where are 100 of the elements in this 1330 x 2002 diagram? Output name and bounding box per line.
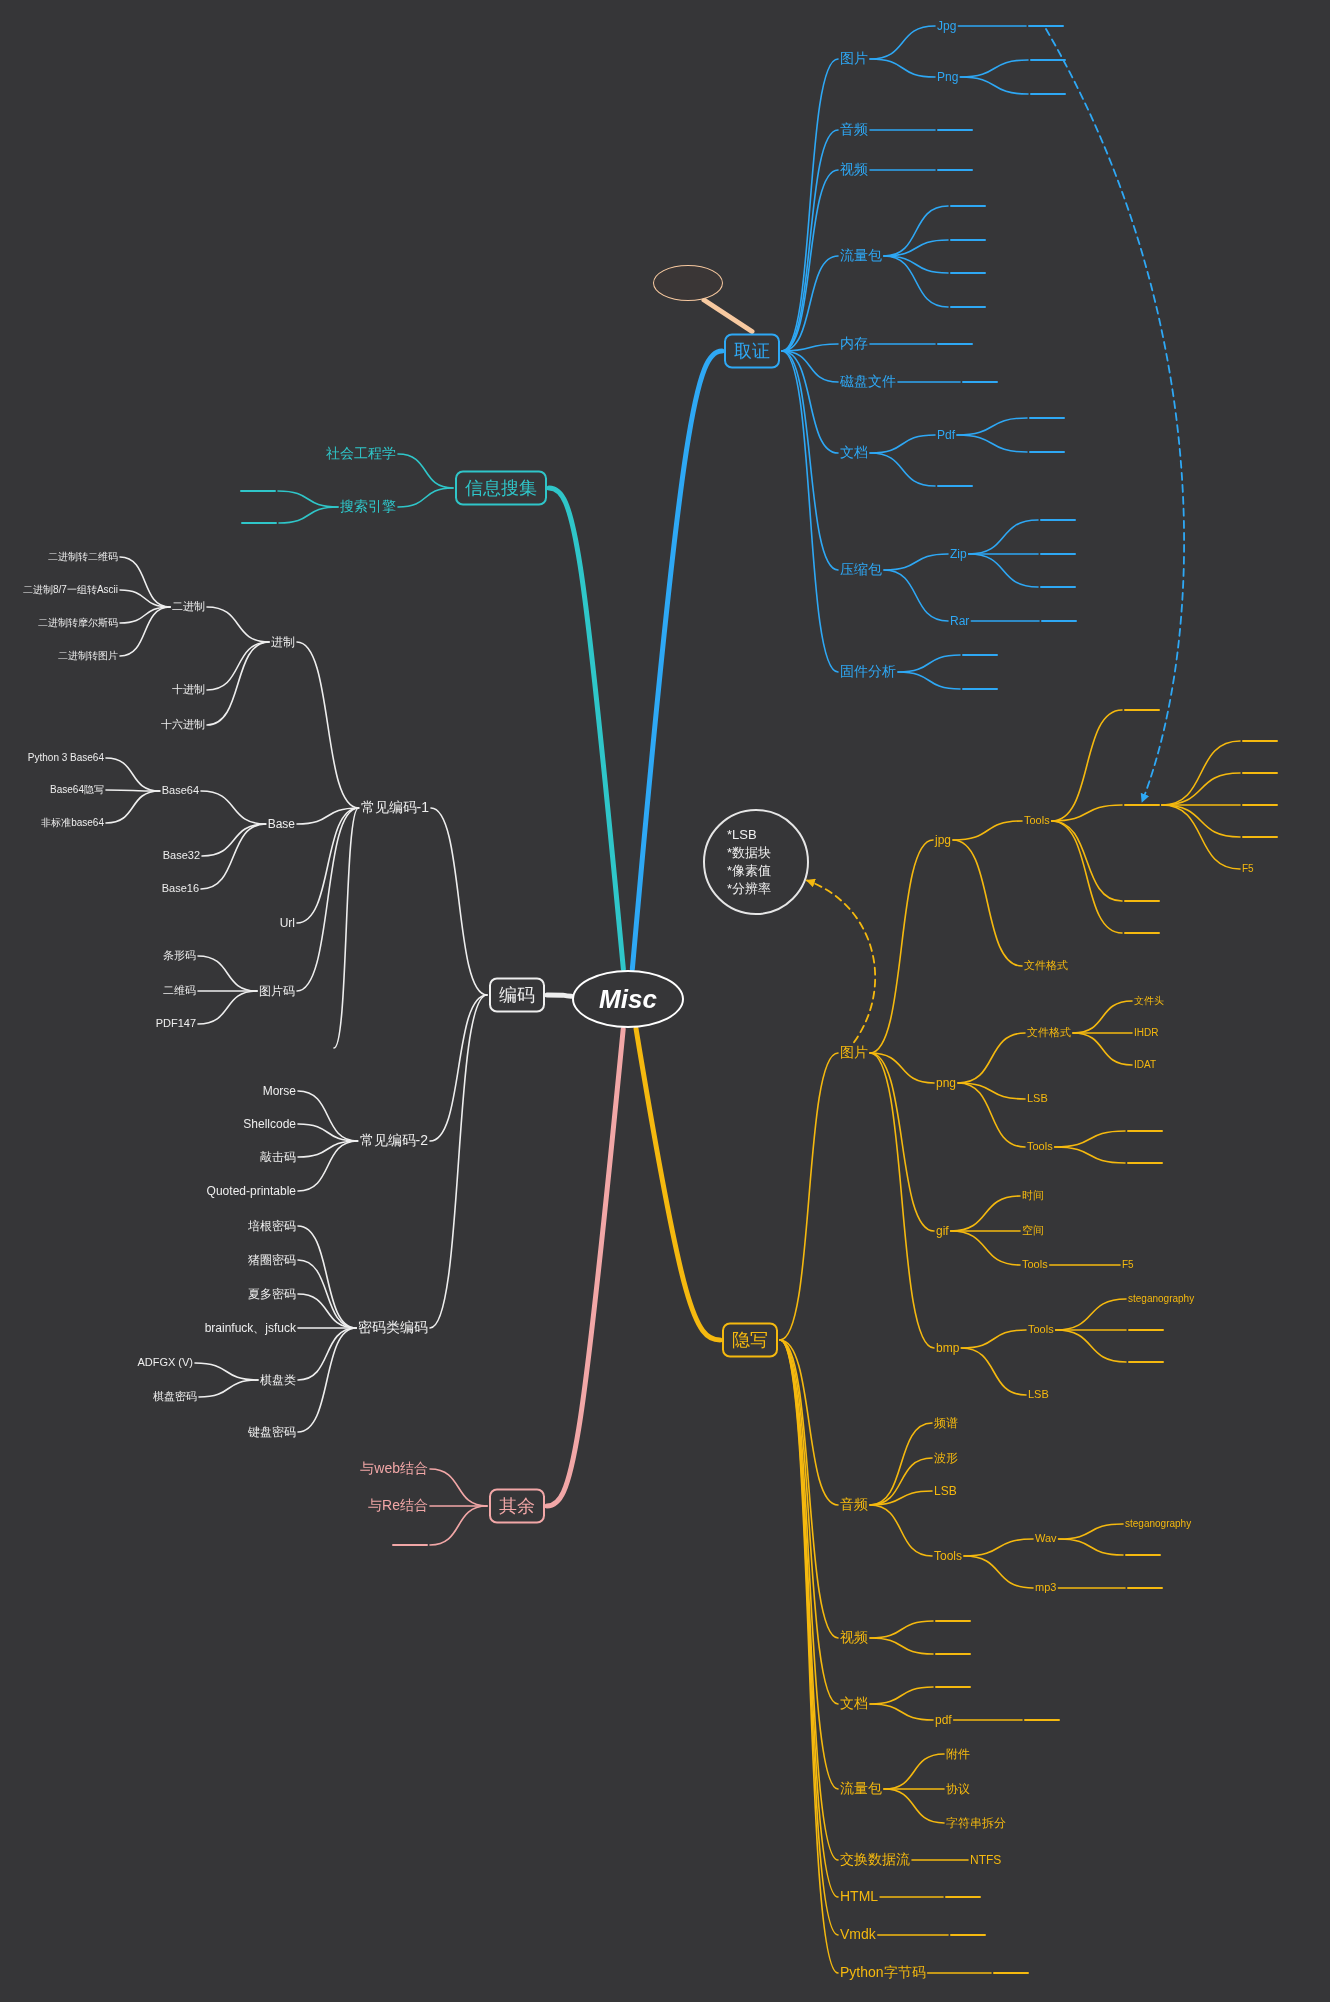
- topic-label: LSB: [1027, 1092, 1048, 1106]
- topic-label: bmp: [936, 1340, 960, 1356]
- branch-stub-line: [1040, 519, 1076, 521]
- connector-line: [897, 671, 961, 690]
- connector-line: [869, 169, 936, 171]
- topic-label: 文件格式: [1024, 959, 1068, 973]
- branch-stub-line: [392, 1544, 428, 1546]
- connector-line: [869, 58, 936, 78]
- connector-line: [198, 1379, 259, 1398]
- branch-stub-line: [1124, 804, 1160, 806]
- topic-label: 文档: [840, 1695, 868, 1713]
- connector-line: [952, 1719, 1023, 1721]
- main-branch-line: [629, 348, 725, 972]
- connector-line: [297, 1140, 359, 1192]
- callout-bubble: [653, 265, 723, 301]
- topic-label: F5: [1122, 1258, 1134, 1272]
- topic-label: 图片: [840, 1044, 868, 1062]
- connector-line: [869, 1052, 935, 1232]
- connector-line: [1057, 1538, 1124, 1556]
- connector-line: [952, 839, 1023, 967]
- topic-label: 视频: [840, 1629, 868, 1647]
- branch-stub-line: [1040, 586, 1076, 588]
- topic-label: IDAT: [1134, 1058, 1157, 1072]
- topic-label: 内存: [840, 335, 868, 353]
- topic-label: 非标准base64: [41, 816, 104, 830]
- topic-label: 字符串拆分: [946, 1815, 1006, 1831]
- topic-label: LSB: [1028, 1388, 1049, 1402]
- topic-label: HTML: [840, 1888, 879, 1906]
- branch-stub-line: [1040, 553, 1076, 555]
- topic-label: jpg: [935, 832, 951, 848]
- branch-stub-line: [1029, 417, 1065, 419]
- connector-line: [879, 1896, 944, 1898]
- connector-line: [119, 606, 171, 657]
- connector-line: [781, 350, 839, 673]
- topic-label: 视频: [840, 161, 868, 179]
- topic-label: Tools: [1024, 814, 1050, 828]
- branch-stub-line: [1242, 836, 1278, 838]
- connector-line: [429, 994, 488, 1142]
- topic-label: Base: [267, 816, 295, 832]
- main-branch-line: [544, 992, 574, 999]
- branch-stub-line: [950, 205, 986, 207]
- topic-label: Zip: [950, 546, 967, 562]
- branch-stub-line: [1125, 1554, 1161, 1556]
- topic-label: 条形码: [163, 949, 196, 963]
- branch-stub-line: [937, 129, 973, 131]
- topic-label: 时间: [1022, 1189, 1044, 1203]
- branch-stub-line: [1242, 804, 1278, 806]
- connector-line: [869, 452, 936, 487]
- topic-label: Wav: [1035, 1532, 1057, 1546]
- topic-label: 二维码: [163, 984, 196, 998]
- topic-label: 流量包: [840, 1780, 882, 1798]
- branch-stub-line: [950, 1934, 986, 1936]
- topic-label: Tools: [1022, 1258, 1048, 1272]
- connector-line: [869, 129, 936, 131]
- topic-label: 压缩包: [840, 561, 882, 579]
- topic-label: 取证: [734, 340, 770, 361]
- branch-stub-line: [945, 1896, 981, 1898]
- topic-label: Base64: [161, 784, 199, 798]
- branch-stub-line: [1124, 900, 1160, 902]
- topic-label: steganography: [1125, 1517, 1192, 1531]
- branch-stub-line: [1030, 59, 1066, 61]
- connector-line: [1057, 1587, 1126, 1589]
- topic-label: F5: [1242, 862, 1254, 876]
- topic-label: Misc: [599, 982, 657, 1016]
- topic-label: 与web结合: [360, 1460, 428, 1478]
- connector-line: [200, 823, 267, 890]
- branch-stub-line: [1128, 1361, 1164, 1363]
- topic-frame: [489, 977, 545, 1013]
- topic-label: 音频: [840, 1496, 868, 1514]
- topic-label: 磁盘文件: [840, 373, 896, 391]
- connector-line: [949, 1230, 1021, 1266]
- branch-stub-line: [240, 490, 276, 492]
- topic-label: IHDR: [1134, 1026, 1159, 1040]
- main-branch-line: [701, 297, 755, 334]
- topic-label: 搜索引擎: [340, 498, 396, 516]
- connector-line: [960, 1347, 1027, 1396]
- connector-line: [869, 1052, 935, 1084]
- topic-label: Base16: [161, 882, 199, 896]
- branch-stub-line: [1024, 1719, 1060, 1721]
- branch-stub-line: [241, 522, 277, 524]
- branch-stub-line: [1030, 93, 1066, 95]
- branch-stub-line: [993, 1972, 1029, 1974]
- connector-line: [197, 990, 258, 1025]
- branch-stub-line: [962, 688, 998, 690]
- connector-line: [967, 553, 1039, 588]
- connector-line: [1161, 804, 1241, 870]
- topic-label: 棋盘密码: [153, 1390, 197, 1404]
- topic-label: png: [936, 1075, 957, 1091]
- connector-line: [1054, 1329, 1127, 1363]
- connector-line: [429, 994, 488, 1329]
- note-text: *LSB: [727, 826, 758, 844]
- topic-label: 常见编码-1: [360, 799, 429, 817]
- topic-label: 附件: [946, 1746, 970, 1762]
- topic-label: 二进制转二维码: [48, 550, 118, 564]
- topic-label: 频谱: [934, 1415, 958, 1431]
- topic-frame: [455, 470, 547, 506]
- topic-label: LSB: [934, 1483, 957, 1499]
- branch-stub-line: [935, 1620, 971, 1622]
- topic-label: 培根密码: [248, 1218, 296, 1234]
- connector-line: [877, 1934, 949, 1936]
